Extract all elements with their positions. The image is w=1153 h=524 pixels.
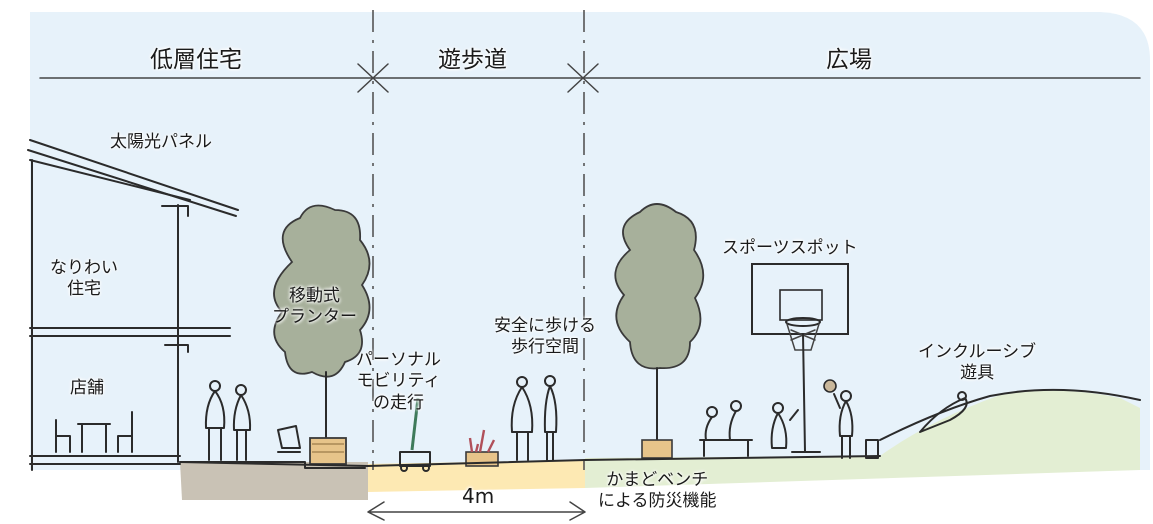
label-bench-line2: による防災機能	[598, 491, 717, 512]
inclusive-playground	[865, 388, 1141, 459]
label-inclusive-line1: インクルーシブ	[918, 342, 1037, 362]
label-nariwai-line1: なりわい	[50, 258, 118, 278]
people-house-side	[204, 380, 252, 461]
ball	[823, 379, 837, 393]
label-solar-panel: 太陽光パネル	[110, 132, 212, 152]
house-drawing	[27, 139, 239, 471]
label-kamado-bench: かまどベンチ による防災機能	[598, 470, 717, 513]
label-mobility-line2: モビリティ	[356, 371, 441, 392]
label-nariwai-line2: 住宅	[67, 279, 101, 300]
divider-mark-left	[357, 63, 389, 93]
label-sports-spot: スポーツスポット	[722, 238, 858, 258]
label-safe-walkway: 安全に歩ける 歩行空間	[494, 316, 596, 359]
tree-planter	[273, 204, 371, 465]
divider-mark-right	[567, 63, 599, 93]
zone-lowrise-housing: 低層住宅	[150, 47, 242, 73]
kamado-bench	[699, 400, 799, 457]
cart	[277, 425, 301, 453]
label-planter-line2: プランター	[272, 307, 357, 328]
label-mobile-planter: 移動式 プランター	[272, 286, 357, 329]
label-personal-mobility: パーソナル モビリティ の走行	[356, 350, 441, 414]
label-mobility-line3: の走行	[373, 392, 424, 413]
label-width-4m: 4m	[462, 484, 495, 508]
label-nariwai-housing: なりわい 住宅	[50, 258, 118, 301]
label-shop: 店舗	[70, 378, 104, 398]
label-safe-walk-line2: 歩行空間	[511, 337, 579, 358]
label-planter-line1: 移動式	[289, 286, 340, 306]
player	[833, 390, 854, 459]
basketball-hoop	[751, 263, 849, 453]
tree-plaza	[614, 203, 705, 459]
sky-background	[30, 12, 1150, 470]
people-promenade	[510, 375, 558, 461]
plaza-ground	[585, 390, 1140, 488]
ground-line	[179, 455, 881, 467]
label-safe-walk-line1: 安全に歩ける	[494, 316, 596, 336]
zone-plaza: 広場	[826, 47, 872, 73]
label-bench-line1: かまどベンチ	[606, 470, 709, 490]
label-mobility-line1: パーソナル	[356, 350, 441, 370]
house-ground	[180, 462, 368, 500]
label-inclusive-playground: インクルーシブ 遊具	[918, 342, 1036, 385]
width-dimension	[367, 501, 586, 521]
zone-promenade: 遊歩道	[438, 47, 507, 73]
label-inclusive-line2: 遊具	[960, 363, 995, 384]
